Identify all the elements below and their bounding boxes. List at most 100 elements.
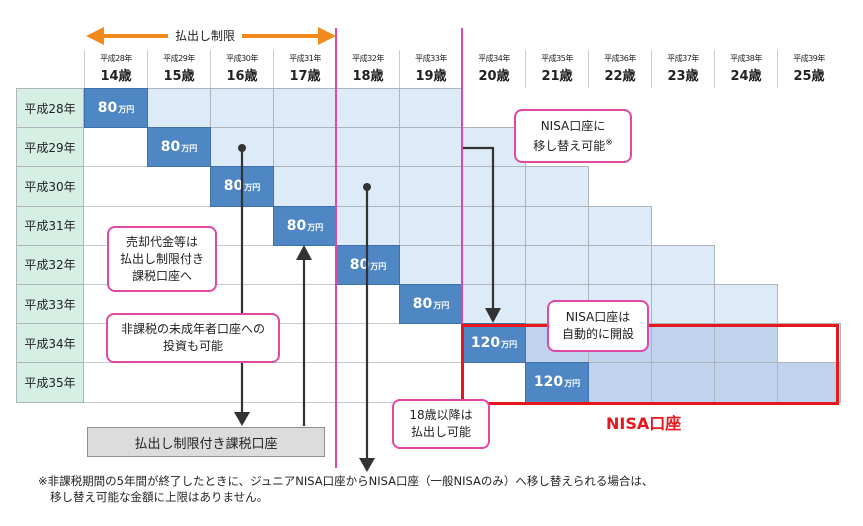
amount-unit: 万円 [118, 105, 135, 115]
note-invest-line2: 投資も可能 [162, 339, 223, 353]
column-era-label: 平成31年 [289, 54, 321, 63]
column-header: 平成36年 22歳 [588, 50, 651, 88]
column-era-label: 平成35年 [541, 54, 573, 63]
column-era-label: 平成33年 [415, 54, 447, 63]
column-age-label: 24歳 [730, 69, 762, 84]
column-header: 平成33年 19歳 [399, 50, 462, 88]
nisa-account-label: NISA口座 [606, 414, 682, 433]
column-age-label: 21歳 [541, 69, 573, 84]
note-sale-line2: 払出し制限付き [119, 251, 204, 266]
note-after18-line1: 18歳以降は [409, 408, 473, 422]
note-transfer-line1: NISA口座に [540, 118, 606, 133]
amount-unit: 万円 [564, 379, 581, 389]
amount-unit: 万円 [181, 144, 198, 154]
grid-cell [399, 205, 463, 246]
column-era-label: 平成34年 [478, 54, 510, 63]
column-age-label: 25歳 [793, 69, 825, 84]
note-auto-open-line1: NISA口座は [565, 310, 631, 324]
amount-number: 80 [160, 139, 181, 156]
note-transfer-line2-wrap: 移し替え可能※ [533, 135, 613, 155]
note-transfer-line2: 移し替え可能 [533, 138, 606, 153]
footnote-line1: ※非課税期間の5年間が終了したときに、ジュニアNISA口座からNISA口座（一般… [38, 474, 654, 488]
amount-number: 120 [470, 335, 501, 352]
column-era-label: 平成30年 [226, 54, 258, 63]
column-age-label: 15歳 [163, 69, 195, 84]
amount-unit: 万円 [501, 340, 518, 350]
row-header: 平成28年 [16, 88, 84, 129]
payout-restriction-label: 払出し制限 [168, 27, 242, 45]
column-age-label: 18歳 [352, 69, 384, 84]
grid-cell [210, 88, 274, 129]
grid-cell [399, 88, 463, 129]
note-transfer-mark: ※ [605, 137, 613, 148]
column-header: 平成29年 15歳 [147, 50, 210, 88]
row-header: 平成35年 [16, 362, 84, 403]
taxable-account-box: 払出し制限付き課税口座 [87, 427, 325, 457]
row-divider [84, 205, 210, 207]
amount-number: 80 [349, 256, 370, 273]
amount-number: 80 [97, 100, 118, 117]
column-header: 平成30年 16歳 [210, 50, 273, 88]
footnote-line2: 移し替え可能な金額に上限はありません。 [50, 490, 269, 504]
grid-cell [399, 166, 463, 207]
column-header: 平成38年 24歳 [714, 50, 777, 88]
note-minor-account-investment: 非課税の未成年者口座への 投資も可能 [106, 313, 280, 363]
column-era-label: 平成38年 [730, 54, 762, 63]
amount-number: 80 [286, 217, 307, 234]
nisa-grid-cell [777, 362, 841, 403]
grid-cell [651, 244, 715, 285]
grid-cell [588, 205, 652, 246]
column-header: 平成35年 21歳 [525, 50, 588, 88]
note-nisa-auto-open: NISA口座は 自動的に開設 [547, 300, 649, 352]
note-sale-line3: 課税口座へ [131, 268, 192, 283]
grid-cell [336, 88, 400, 129]
column-age-label: 19歳 [415, 69, 447, 84]
column-header: 平成39年 25歳 [777, 50, 840, 88]
note-auto-open-line2: 自動的に開設 [561, 327, 634, 341]
row-header: 平成29年 [16, 127, 84, 168]
age-18-divider [335, 28, 337, 468]
note-sale-proceeds: 売却代金等は 払出し制限付き 課税口座へ [107, 226, 217, 292]
amount-unit: 万円 [433, 301, 450, 311]
row-divider [84, 166, 147, 168]
row-header: 平成34年 [16, 323, 84, 364]
taxable-account-label: 払出し制限付き課税口座 [134, 436, 278, 452]
column-age-label: 17歳 [289, 69, 321, 84]
grid-cell [525, 244, 589, 285]
note-transfer-possible: NISA口座に 移し替え可能※ [514, 109, 632, 163]
nisa-grid-cell [714, 362, 778, 403]
row-header: 平成30年 [16, 166, 84, 207]
column-era-label: 平成28年 [100, 54, 132, 63]
column-era-label: 平成36年 [604, 54, 636, 63]
amount-number: 80 [412, 296, 433, 313]
column-age-label: 23歳 [667, 69, 699, 84]
note-sale-line1: 売却代金等は [125, 234, 198, 249]
grid-cell [714, 284, 778, 325]
column-era-label: 平成29年 [163, 54, 195, 63]
amount-unit: 万円 [307, 222, 324, 232]
column-age-label: 22歳 [604, 69, 636, 84]
column-era-label: 平成32年 [352, 54, 384, 63]
grid-cell [147, 88, 211, 129]
row-header: 平成32年 [16, 244, 84, 285]
grid-cell [525, 166, 589, 207]
note-invest-line1: 非課税の未成年者口座への [120, 322, 265, 336]
column-age-label: 20歳 [478, 69, 510, 84]
amount-number: 120 [533, 374, 564, 391]
column-age-label: 16歳 [226, 69, 258, 84]
amount-unit: 万円 [244, 183, 261, 193]
column-era-label: 平成39年 [793, 54, 825, 63]
nisa-account-box [461, 324, 839, 405]
amount-unit: 万円 [370, 261, 387, 271]
column-header: 平成31年 17歳 [273, 50, 336, 88]
